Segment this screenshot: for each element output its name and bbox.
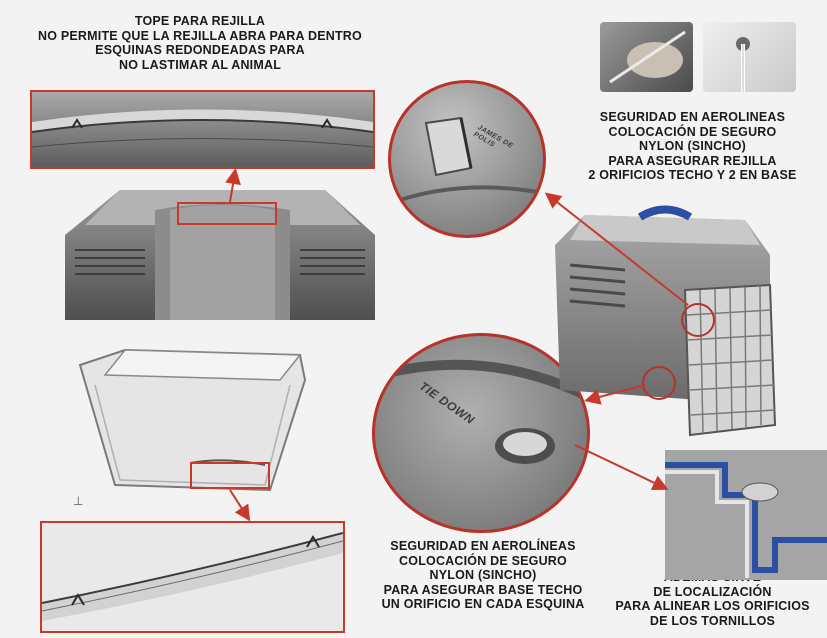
detail-panel-grille-stop <box>30 90 375 169</box>
caption-line: PARA ASEGURAR REJILLA <box>608 153 777 168</box>
grille-stop-illustration <box>31 92 374 167</box>
caption-line: COLOCACIÓN DE SEGURO <box>399 553 567 568</box>
caption-line: DE LOCALIZACIÓN <box>653 584 772 599</box>
caption-line: UN ORIFICIO EN CADA ESQUINA <box>381 597 585 611</box>
caption-airline-security-base: SEGURIDAD EN AEROLÍNEAS COLOCACIÓN DE SE… <box>368 539 598 612</box>
zoom-circle-tie-down: TIE DOWN <box>372 333 590 533</box>
caption-line: SEGURIDAD EN AEROLINEAS <box>599 110 786 124</box>
arrow-cross-section <box>574 444 669 491</box>
zoom-circle-grille-clip: JAMES DE POLIS <box>388 80 546 238</box>
caption-line: TOPE PARA REJILLA <box>134 14 266 28</box>
detail-panel-base-ridge <box>40 521 345 633</box>
highlight-grille-stop <box>177 202 277 225</box>
caption-line: NO PERMITE QUE LA REJILLA ABRA PARA DENT… <box>38 28 362 43</box>
carrier-main-illustration <box>555 205 777 437</box>
cross-section-illustration <box>665 450 827 580</box>
caption-line: PARA ALINEAR LOS ORIFICIOS <box>615 599 810 613</box>
carrier-top-illustration <box>65 190 375 320</box>
caption-alignment: ADEMAS SIRVE DE LOCALIZACIÓN PARA ALINEA… <box>600 570 825 628</box>
carrier-base-illustration <box>78 348 307 492</box>
caption-line: 2 ORIFICIOS TECHO Y 2 EN BASE <box>588 168 797 182</box>
highlight-circle-tie-down <box>642 366 676 400</box>
caption-line: NYLON (SINCHO) <box>639 139 746 153</box>
caption-airline-security-grille: SEGURIDAD EN AEROLINEAS COLOCACIÓN DE SE… <box>575 110 810 183</box>
highlight-circle-grille-clip <box>681 303 715 337</box>
highlight-base-ridge <box>190 462 270 489</box>
caption-line: DE LOS TORNILLOS <box>649 613 776 628</box>
base-ridge-illustration <box>41 532 344 621</box>
caption-line: COLOCACIÓN DE SEGURO <box>608 124 777 139</box>
caption-grille-stop: TOPE PARA REJILLA NO PERMITE QUE LA REJI… <box>0 14 400 72</box>
caption-line: NYLON (SINCHO) <box>429 568 537 582</box>
caption-line: SEGURIDAD EN AEROLÍNEAS <box>390 539 576 553</box>
photo-strap-hole <box>703 22 796 92</box>
caption-line: ESQUINAS REDONDEADAS PARA <box>95 43 305 57</box>
photo-strap-hand <box>600 22 693 92</box>
caption-line: PARA ASEGURAR BASE TECHO <box>383 582 583 597</box>
axis-marker-icon: ⊥ <box>73 494 84 508</box>
caption-line: NO LASTIMAR AL ANIMAL <box>118 57 282 72</box>
